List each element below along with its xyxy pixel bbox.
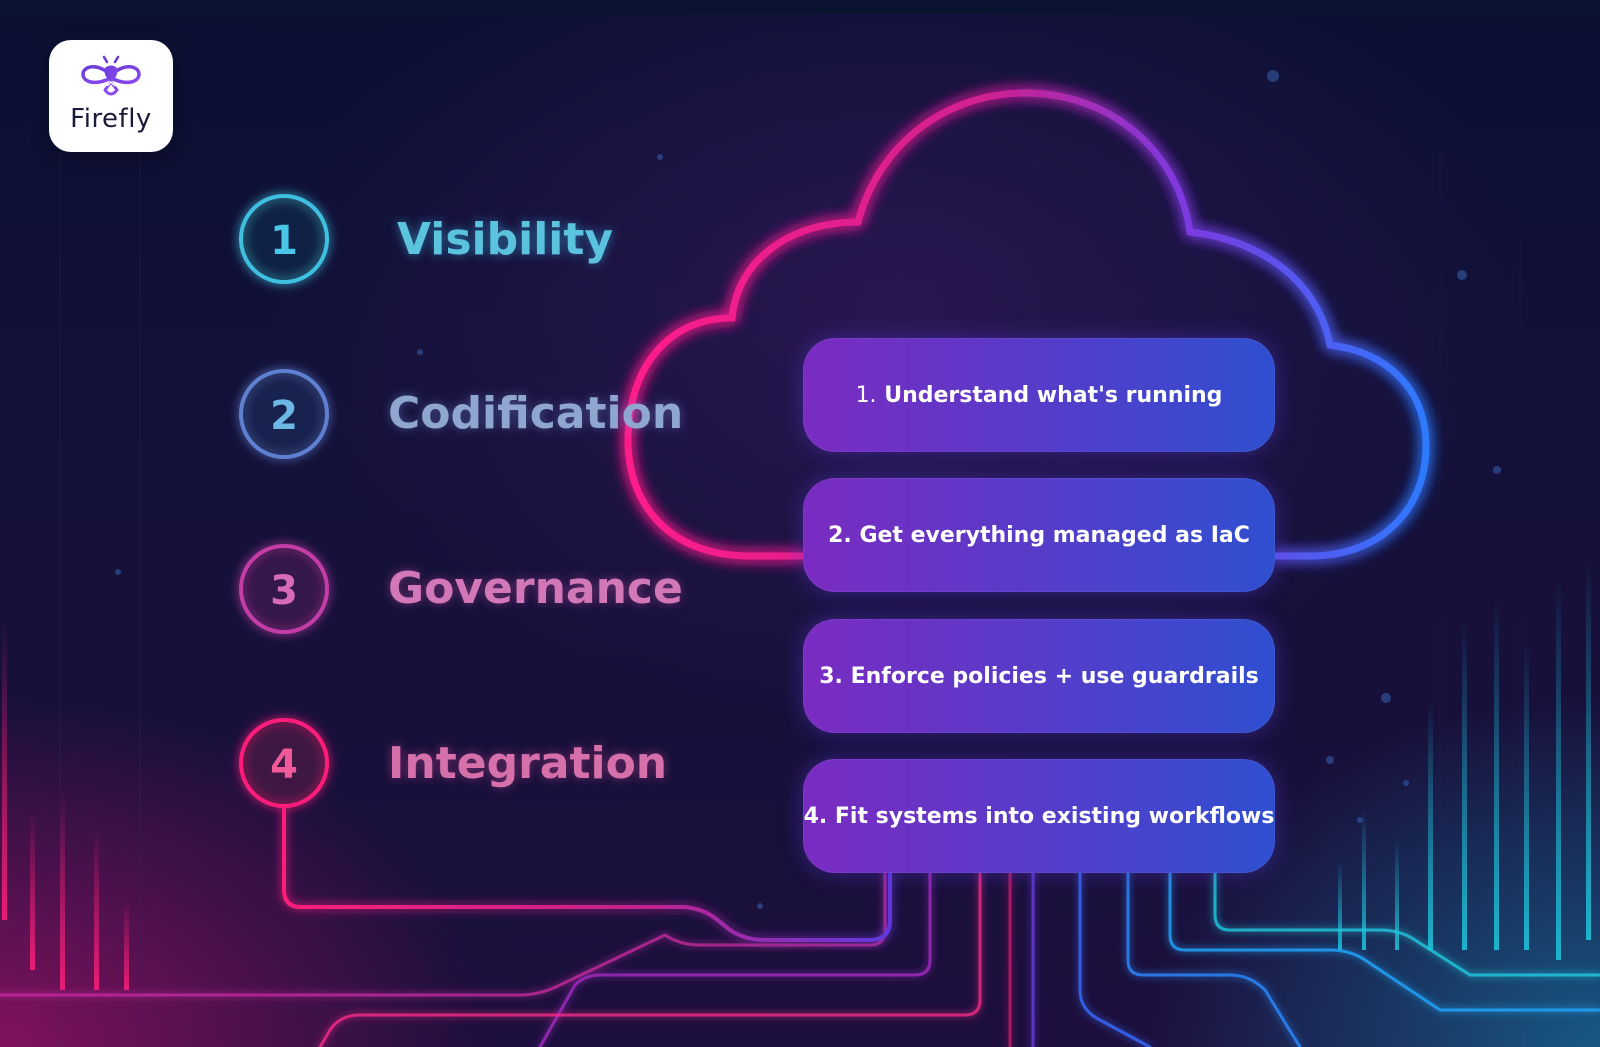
circuit-traces xyxy=(0,871,1600,1047)
step-label-integration: Integration xyxy=(388,738,668,789)
step-label-visibility: Visibility xyxy=(397,214,614,265)
step-label-codification: Codification xyxy=(388,388,684,439)
firefly-logo: Firefly xyxy=(49,40,173,152)
pink-glow-bars xyxy=(2,620,129,990)
step-label-governance: Governance xyxy=(388,563,683,614)
card-text-1: Understand what's running xyxy=(884,382,1223,408)
card-number-2: 2. xyxy=(828,522,852,548)
card-manage-iac: 2. Get everything managed as IaC xyxy=(803,478,1275,592)
card-text-4: Fit systems into existing workflows xyxy=(834,803,1275,829)
cloud-shape xyxy=(624,89,1430,560)
firefly-icon xyxy=(81,55,141,96)
step-number-1: 1 xyxy=(270,218,298,264)
step-number-3: 3 xyxy=(270,568,298,614)
card-understand: 1. Understand what's running xyxy=(803,338,1275,452)
step-circle-2: 2 xyxy=(239,369,329,459)
card-number-3: 3. xyxy=(819,663,843,689)
step-number-4: 4 xyxy=(270,742,298,788)
card-fit-workflows: 4. Fit systems into existing workflows xyxy=(803,759,1275,873)
step-circle-1: 1 xyxy=(239,194,329,284)
top-bar xyxy=(0,0,1600,14)
step-circle-4: 4 xyxy=(239,718,329,808)
card-number-4: 4. xyxy=(803,803,828,829)
teal-glow-bars xyxy=(1338,560,1591,960)
logo-wordmark: Firefly xyxy=(70,104,152,134)
card-text-2: Get everything managed as IaC xyxy=(859,522,1250,548)
card-text-3: Enforce policies + use guardrails xyxy=(850,663,1259,689)
background-dots xyxy=(115,70,1501,909)
step-number-2: 2 xyxy=(270,393,298,439)
bottom-trace xyxy=(282,807,892,942)
card-enforce-policies: 3. Enforce policies + use guardrails xyxy=(803,619,1275,733)
step-circle-3: 3 xyxy=(239,544,329,634)
card-number-1: 1. xyxy=(855,382,877,408)
